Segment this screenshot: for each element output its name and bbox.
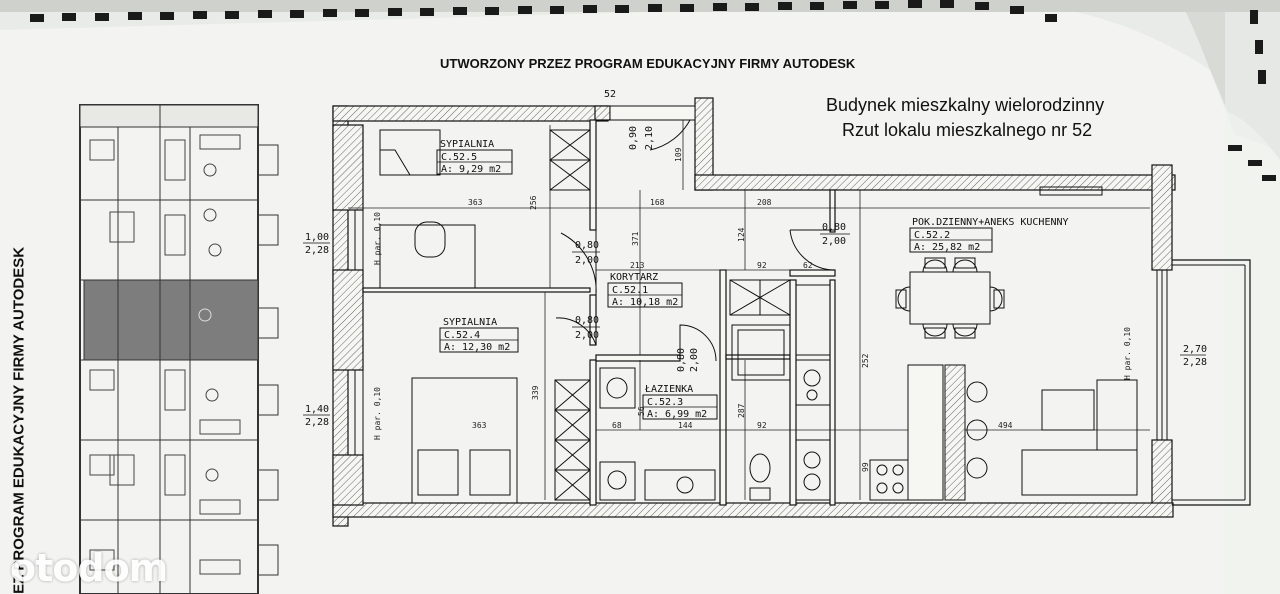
- room-name: KORYTARZ: [610, 272, 658, 283]
- room-area: A: 10,18 m2: [612, 297, 678, 308]
- room-code: C.52.1: [612, 285, 648, 296]
- door-height: 2,00: [689, 348, 700, 372]
- title-line-1: Budynek mieszkalny wielorodzinny: [826, 95, 1105, 115]
- window-width: 1,40: [305, 404, 329, 415]
- door-width: 0,80: [676, 348, 687, 372]
- door-height: 2,00: [575, 255, 599, 266]
- dim-256: 256: [529, 195, 538, 210]
- room-label-korytarz: KORYTARZ C.52.1 A: 10,18 m2: [607, 272, 683, 308]
- dim-92b: 92: [757, 421, 767, 430]
- door-width: 0,80: [822, 222, 846, 233]
- room-code: C.52.2: [914, 230, 950, 241]
- entry-door-height: 2,10: [644, 126, 655, 150]
- dim-287: 287: [737, 403, 746, 418]
- door-height: 2,00: [575, 330, 599, 341]
- room-code: C.52.3: [647, 397, 683, 408]
- side-note-text: ZEZ PROGRAM EDUKACYJNY FIRMY AUTODESK: [10, 246, 28, 594]
- dim-68: 68: [612, 421, 622, 430]
- dim-363b: 363: [472, 421, 487, 430]
- apartment-plan: [332, 97, 1251, 527]
- opening-labels: 0,80 2,00 0,80 2,00 0,80 2,00 0,80 2,00 …: [303, 89, 1207, 440]
- room-labels: SYPIALNIA C.52.5 A: 9,29 m2 SYPIALNIA C.…: [436, 139, 1069, 420]
- room-label-pokoj-dzienny: POK.DZIENNY+ANEKS KUCHENNY C.52.2 A: 25,…: [909, 217, 1069, 253]
- window-height: 2,28: [305, 245, 329, 256]
- dimension-labels: 363 168 208 256 371 213 92 62 124 109 33…: [468, 147, 1013, 472]
- room-area: A: 25,82 m2: [914, 242, 980, 253]
- window-sill: H par. 0,10: [373, 387, 382, 440]
- dim-124: 124: [737, 227, 746, 242]
- room-name: SYPIALNIA: [443, 317, 497, 328]
- dim-213: 213: [630, 261, 645, 270]
- dim-168: 168: [650, 198, 665, 207]
- title-line-2: Rzut lokalu mieszkalnego nr 52: [842, 120, 1093, 140]
- dim-339: 339: [531, 385, 540, 400]
- room-label-sypialnia-2: SYPIALNIA C.52.4 A: 12,30 m2: [439, 317, 519, 353]
- dim-99: 99: [861, 462, 870, 472]
- window-width: 2,70: [1183, 344, 1207, 355]
- top-note: UTWORZONY PRZEZ PROGRAM EDUKACYJNY FIRMY…: [440, 56, 856, 71]
- room-name: POK.DZIENNY+ANEKS KUCHENNY: [912, 217, 1069, 228]
- window-width: 1,00: [305, 232, 329, 243]
- watermark-logo: otodom: [10, 546, 168, 590]
- door-width: 0,80: [575, 315, 599, 326]
- window-sill: H par. 0,10: [373, 212, 382, 265]
- room-name: ŁAZIENKA: [644, 384, 693, 395]
- room-label-lazienka: ŁAZIENKA C.52.3 A: 6,99 m2: [642, 384, 718, 420]
- side-note: ZEZ PROGRAM EDUKACYJNY FIRMY AUTODESK: [4, 247, 34, 594]
- dim-252: 252: [861, 353, 870, 368]
- binder-holes: [30, 0, 1276, 181]
- room-area: A: 9,29 m2: [441, 164, 501, 175]
- room-label-sypialnia-1: SYPIALNIA C.52.5 A: 9,29 m2: [436, 139, 513, 175]
- room-code: C.52.5: [441, 152, 477, 163]
- building-key-plan: [79, 104, 279, 594]
- dim-56: 56: [637, 406, 646, 416]
- furniture: [379, 129, 1138, 504]
- dim-208: 208: [757, 198, 772, 207]
- dim-92: 92: [757, 261, 767, 270]
- window-height: 2,28: [305, 417, 329, 428]
- dim-363: 363: [468, 198, 483, 207]
- dim-109: 109: [674, 147, 683, 162]
- dim-494: 494: [998, 421, 1013, 430]
- window-sill: H par. 0,10: [1123, 327, 1132, 380]
- door-width: 0,80: [575, 240, 599, 251]
- dim-371: 371: [631, 231, 640, 246]
- dim-62: 62: [803, 261, 813, 270]
- entry-door-width: 0,90: [628, 126, 639, 150]
- door-height: 2,00: [822, 236, 846, 247]
- unit-number-label: 52: [604, 89, 616, 100]
- window-height: 2,28: [1183, 357, 1207, 368]
- room-area: A: 12,30 m2: [444, 342, 510, 353]
- room-code: C.52.4: [444, 330, 480, 341]
- dim-144: 144: [678, 421, 693, 430]
- room-name: SYPIALNIA: [440, 139, 494, 150]
- room-area: A: 6,99 m2: [647, 409, 707, 420]
